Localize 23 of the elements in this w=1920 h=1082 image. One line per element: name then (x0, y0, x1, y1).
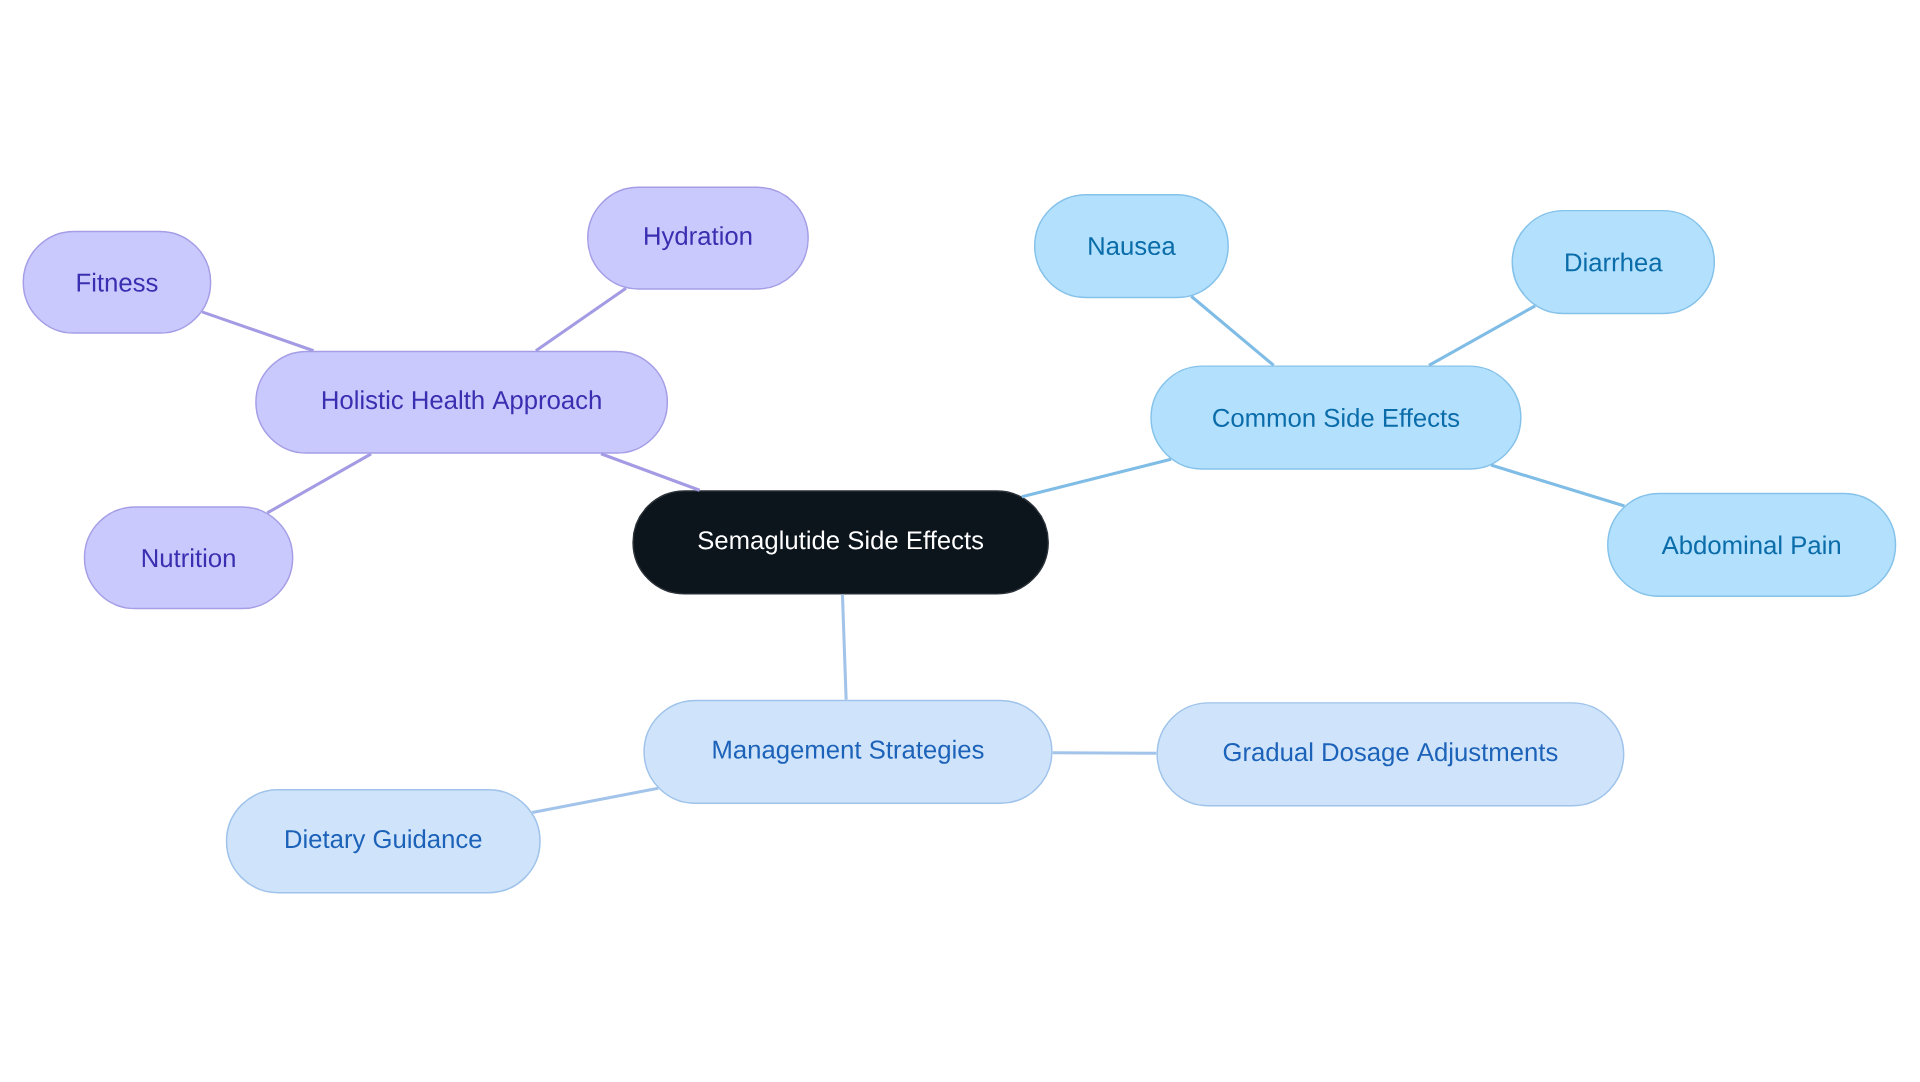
subtopic-node: Gradual Dosage Adjustments (1156, 701, 1625, 807)
connector-line (201, 310, 315, 352)
subtopic-node: Nausea (1033, 193, 1229, 299)
connector-line (1021, 457, 1172, 498)
connector-line (840, 594, 848, 700)
subtopic-node: Management Strategies (643, 699, 1053, 804)
subtopic-node: Hydration (587, 186, 809, 290)
subtopic-node: Holistic Health Approach (255, 350, 669, 454)
subtopic-node: Fitness (22, 230, 212, 334)
subtopic-node: Abdominal Pain (1607, 492, 1897, 597)
connector-line (531, 786, 659, 814)
connector-line (600, 452, 701, 492)
connector-line (535, 286, 627, 352)
connector-line (266, 452, 372, 515)
central-topic-node: Semaglutide Side Effects (632, 490, 1049, 595)
subtopic-node: Common Side Effects (1150, 365, 1522, 470)
connector-line (1428, 304, 1537, 367)
connector-line (1190, 294, 1275, 367)
subtopic-node: Dietary Guidance (225, 788, 541, 894)
subtopic-node: Diarrhea (1511, 209, 1716, 314)
subtopic-node: Nutrition (83, 506, 294, 610)
connector-line (1052, 751, 1157, 755)
connector-line (1490, 463, 1625, 508)
